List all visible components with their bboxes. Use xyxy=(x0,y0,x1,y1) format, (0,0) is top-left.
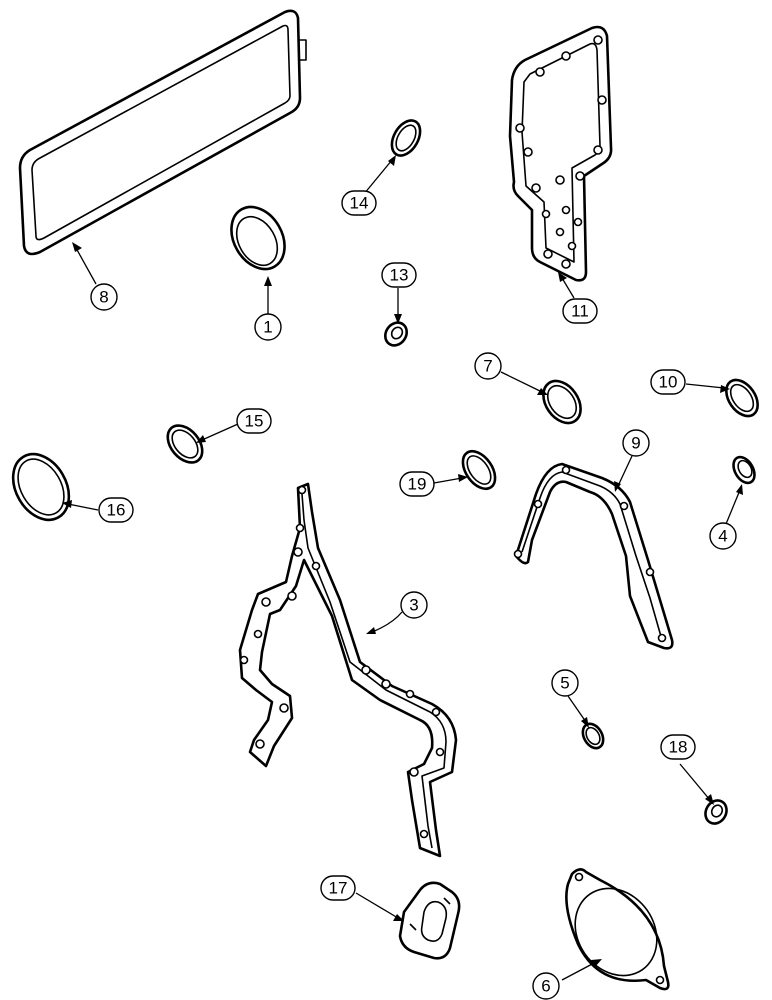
part-16-large-o-ring xyxy=(11,452,71,522)
part-10-o-ring xyxy=(725,378,759,418)
callout-label: 9 xyxy=(631,434,640,453)
callout-label: 8 xyxy=(99,288,108,307)
part-8-rocker-cover-gasket xyxy=(18,9,307,256)
callout-3: 3 xyxy=(400,591,428,619)
callout-label: 4 xyxy=(718,527,727,546)
callout-label: 7 xyxy=(483,357,492,376)
part-18-grommet xyxy=(704,799,728,825)
callout-label: 6 xyxy=(541,977,550,996)
callout-label: 16 xyxy=(107,501,126,520)
callout-17: 17 xyxy=(320,875,356,901)
leader-lines xyxy=(62,155,743,981)
part-11-coolant-gasket xyxy=(508,25,613,282)
callout-15: 15 xyxy=(236,408,272,434)
part-13-seal xyxy=(384,321,408,347)
callout-label: 13 xyxy=(390,266,409,285)
part-3-front-cover-gasket xyxy=(238,482,458,858)
callout-10: 10 xyxy=(650,369,686,395)
part-15-o-ring xyxy=(166,424,204,464)
part-5-o-ring xyxy=(581,722,605,750)
callout-label: 3 xyxy=(409,596,418,615)
part-6-flange-gasket xyxy=(565,868,670,991)
callout-18: 18 xyxy=(660,734,696,760)
callout-11: 11 xyxy=(562,298,598,324)
part-17-flange-gasket xyxy=(398,881,461,960)
part-9-housing-gasket xyxy=(513,462,674,650)
callout-label: 1 xyxy=(263,318,272,337)
callout-label: 10 xyxy=(659,373,678,392)
callout-label: 11 xyxy=(571,302,589,321)
part-14-o-ring xyxy=(390,119,422,157)
part-4-seal xyxy=(732,455,756,485)
callout-label: 15 xyxy=(245,412,264,431)
callout-7: 7 xyxy=(474,352,502,380)
callout-1: 1 xyxy=(254,313,282,341)
callout-16: 16 xyxy=(98,497,134,523)
part-1-crankshaft-seal xyxy=(230,205,286,271)
part-7-o-ring xyxy=(542,379,582,425)
callout-label: 14 xyxy=(350,194,369,213)
callout-label: 17 xyxy=(329,879,348,898)
callout-6: 6 xyxy=(532,972,560,1000)
part-19-o-ring xyxy=(461,449,497,491)
callout-19: 19 xyxy=(399,471,435,497)
callout-8: 8 xyxy=(90,283,118,311)
callout-14: 14 xyxy=(341,190,377,216)
callout-label: 18 xyxy=(669,738,688,757)
callout-label: 5 xyxy=(560,674,569,693)
callout-9: 9 xyxy=(622,429,650,457)
callout-4: 4 xyxy=(709,522,737,550)
callout-13: 13 xyxy=(381,262,417,288)
callout-5: 5 xyxy=(551,669,579,697)
callout-label: 19 xyxy=(408,475,427,494)
